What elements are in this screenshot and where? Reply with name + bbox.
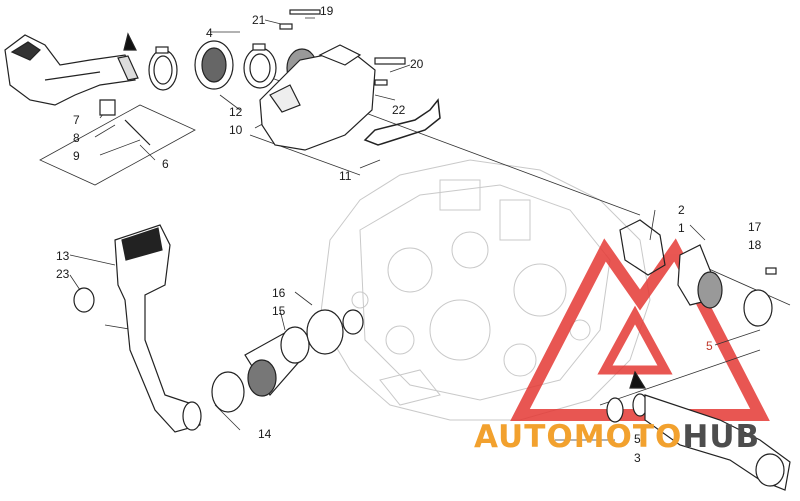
callout-5-upper: 5 <box>706 339 713 353</box>
callout-10: 10 <box>229 123 243 137</box>
callout-4: 4 <box>206 26 213 40</box>
coupler-15 <box>211 309 364 413</box>
callout-19: 19 <box>320 4 334 18</box>
callout-9: 9 <box>73 149 80 163</box>
callout-18: 18 <box>748 238 762 252</box>
intake-duct-lower <box>114 224 202 433</box>
callout-14: 14 <box>258 427 272 441</box>
watermark-text: AUTOMOTOHUB <box>474 420 760 454</box>
callout-11: 11 <box>339 169 352 183</box>
callout-15: 15 <box>272 304 286 318</box>
intake-duct-upper <box>4 32 151 146</box>
callout-20: 20 <box>410 57 424 71</box>
callout-23: 23 <box>56 267 70 281</box>
watermark-part2: HUB <box>682 419 761 455</box>
callout-12: 12 <box>229 105 243 119</box>
engine-block <box>319 159 651 421</box>
callout-7: 7 <box>73 113 80 127</box>
callout-8: 8 <box>73 131 80 145</box>
callout-1: 1 <box>678 221 685 235</box>
callout-17: 17 <box>748 220 762 234</box>
hose-3 <box>606 370 791 491</box>
clamp-23 <box>73 287 95 313</box>
callout-21: 21 <box>252 13 266 27</box>
callout-22: 22 <box>392 103 406 117</box>
callout-2: 2 <box>678 203 685 217</box>
callout-3: 3 <box>634 451 641 465</box>
callout-5-lower: 5 <box>634 432 641 446</box>
callout-16: 16 <box>272 286 286 300</box>
watermark-part1: AUTOMOTO <box>474 419 683 455</box>
plenum <box>259 9 406 151</box>
housing-right <box>619 219 777 327</box>
callout-13: 13 <box>56 249 70 263</box>
callout-6: 6 <box>162 157 169 171</box>
cable <box>363 98 441 146</box>
watermark-logo <box>510 238 770 421</box>
